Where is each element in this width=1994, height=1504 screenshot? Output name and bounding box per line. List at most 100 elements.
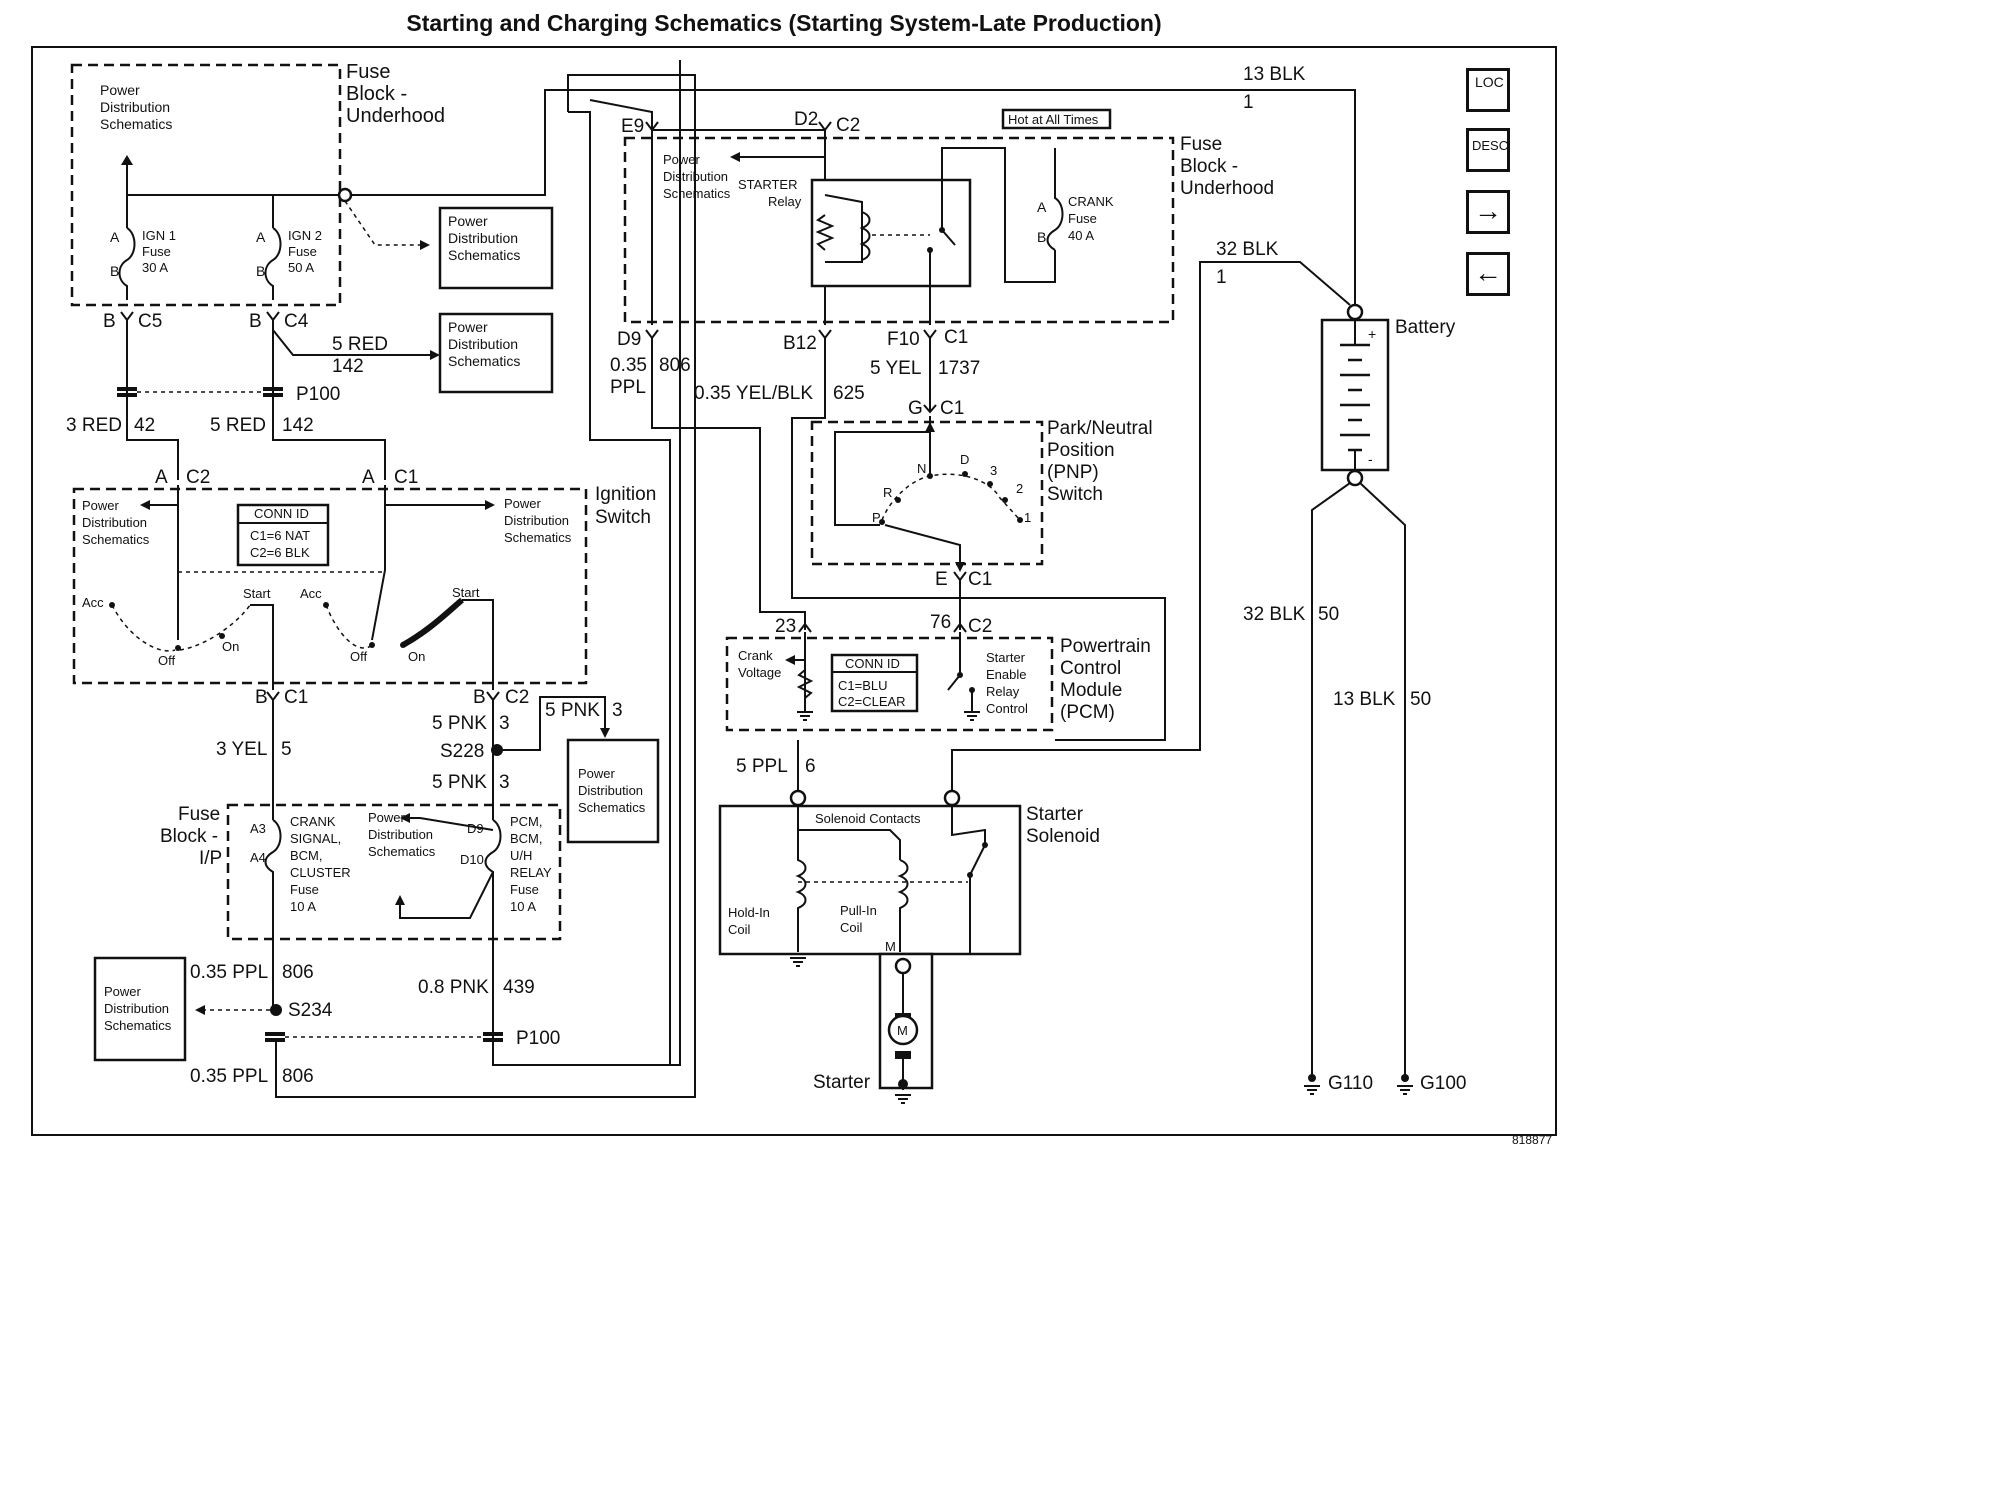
motor-icon [887,1014,919,1046]
crank40-a-pin: A [1037,199,1047,215]
pds-box-1 [438,206,554,290]
c5-label: C5 [138,311,162,332]
starter-enable-c: Relay [986,684,1020,699]
wire-1-mid: 1 [1216,267,1227,288]
wire-5red-label-2: 5 RED [210,415,266,436]
splice-s234-icon [270,1004,282,1016]
battery-pos-terminal-icon [1346,303,1364,321]
wire-08pnk: 0.8 PNK [418,977,489,998]
wire-3yel: 3 YEL [216,739,267,760]
desc-button[interactable]: DESC [1466,128,1510,172]
arrow-right-icon-2 [430,350,440,360]
pds-box3-a: Power [578,766,616,781]
c2-conn-label: C2 [186,467,210,488]
crank-fuse-b: SIGNAL, [290,831,341,846]
fuse-block-ip-box [226,803,562,941]
arrow-left-icon-c [195,1005,205,1015]
gear-1: 1 [1024,510,1031,525]
crank40-a: CRANK [1068,194,1114,209]
wire-5red-label: 5 RED [332,334,388,355]
fb-uh2-a: Fuse [1180,134,1222,155]
wire-3-b: 3 [499,772,510,793]
ignition-switch-box [72,487,588,685]
pds-box3-b: Distribution [578,783,643,798]
pcm-fuse-e: Fuse [510,882,539,897]
p100-label-top: P100 [296,384,340,405]
pds-box1-a: Power [448,213,488,229]
starter-label: Starter [813,1072,871,1093]
pds-ign-a: Power [82,498,120,513]
splice-node-icon [337,187,353,203]
wire-5: 5 [281,739,292,760]
starter-enable-d: Control [986,701,1028,716]
hot-at-all-times-box [1001,108,1112,130]
crank-fuse-c: BCM, [290,848,323,863]
ign1-label-a: IGN 1 [142,228,176,243]
wire-035ppl-b: 0.35 PPL [190,1066,268,1087]
pds-box-3 [566,738,660,844]
acc-label-2: Acc [300,586,322,601]
fb-ip-b: Block - [160,826,218,847]
bc1-pin: B [255,687,268,708]
pcm-fuse-b: BCM, [510,831,543,846]
arrow-right-icon-3 [485,500,495,510]
arrow-up-icon [121,155,133,165]
s228-label: S228 [440,741,484,762]
solenoid-label-b: Solenoid [1026,826,1100,847]
ign2-label-a: IGN 2 [288,228,322,243]
wire-5pnk-b: 5 PNK [432,772,487,793]
ign-switch-label-b: Switch [595,507,651,528]
pnp-label-a: Park/Neutral [1047,418,1153,439]
battery-minus: - [1368,451,1373,467]
solenoid-contacts-label: Solenoid Contacts [815,811,921,826]
next-button[interactable]: → [1466,190,1510,234]
pin-a3: A3 [250,821,266,836]
fb-uh-label-c: Underhood [346,105,445,127]
loc-button[interactable]: LOC [1466,68,1510,112]
bc2-pin: B [473,687,486,708]
wire-439: 439 [503,977,535,998]
conn-id-c1: C1=6 NAT [250,528,310,543]
c4-label: C4 [284,311,309,332]
fuse-a-label: A [110,229,120,245]
off-label-2: Off [350,649,367,664]
starter-enable-b: Enable [986,667,1026,682]
pds-ign-d: Power [504,496,542,511]
pcm-fuse-a: PCM, [510,814,543,829]
d2-label: D2 [794,109,818,130]
c5-pin-label: B [103,311,116,332]
fuse-block-underhood-center [623,136,1175,324]
pcm-label-a: Powertrain [1060,636,1151,657]
crank-fuse-d: CLUSTER [290,865,351,880]
pds-ign-f: Schematics [504,530,572,545]
fb-ip-a: Fuse [178,804,220,825]
pcm-fuse-f: 10 A [510,899,536,914]
starter-relay-a: STARTER [738,177,797,192]
starter-enable-a: Starter [986,650,1026,665]
arrow-left-icon-b [400,813,410,823]
figure-id: 818877 [1512,1133,1553,1147]
c2-top-label: C2 [836,115,860,136]
prev-button[interactable]: ← [1466,252,1510,296]
on-label-2: On [408,649,425,664]
gear-3: 3 [990,463,997,478]
ign1-label-c: 30 A [142,260,168,275]
hot-label: Hot at All Times [1008,112,1099,127]
pull-in-a: Pull-In [840,903,877,918]
pcm-conn-c1: C1=BLU [838,678,888,693]
wire-3red-label: 3 RED [66,415,122,436]
crank40-b: Fuse [1068,211,1097,226]
pnp-label-c: (PNP) [1047,462,1099,483]
wire-035ppl-a: 0.35 PPL [190,962,268,983]
arrow-left-nav-icon: ← [1474,257,1502,288]
d9-conn: D9 [617,329,641,350]
c1-conn-label: C1 [394,467,418,488]
outer-frame [31,46,1557,1136]
starter-relay-b: Relay [768,194,802,209]
wire-5ppl: 5 PPL [736,756,788,777]
battery-neg-terminal-icon [1346,469,1364,487]
wire-806-b: 806 [282,1066,314,1087]
battery-label: Battery [1395,317,1456,338]
pds-box2-a: Power [448,319,488,335]
g-pin: G [908,398,923,419]
